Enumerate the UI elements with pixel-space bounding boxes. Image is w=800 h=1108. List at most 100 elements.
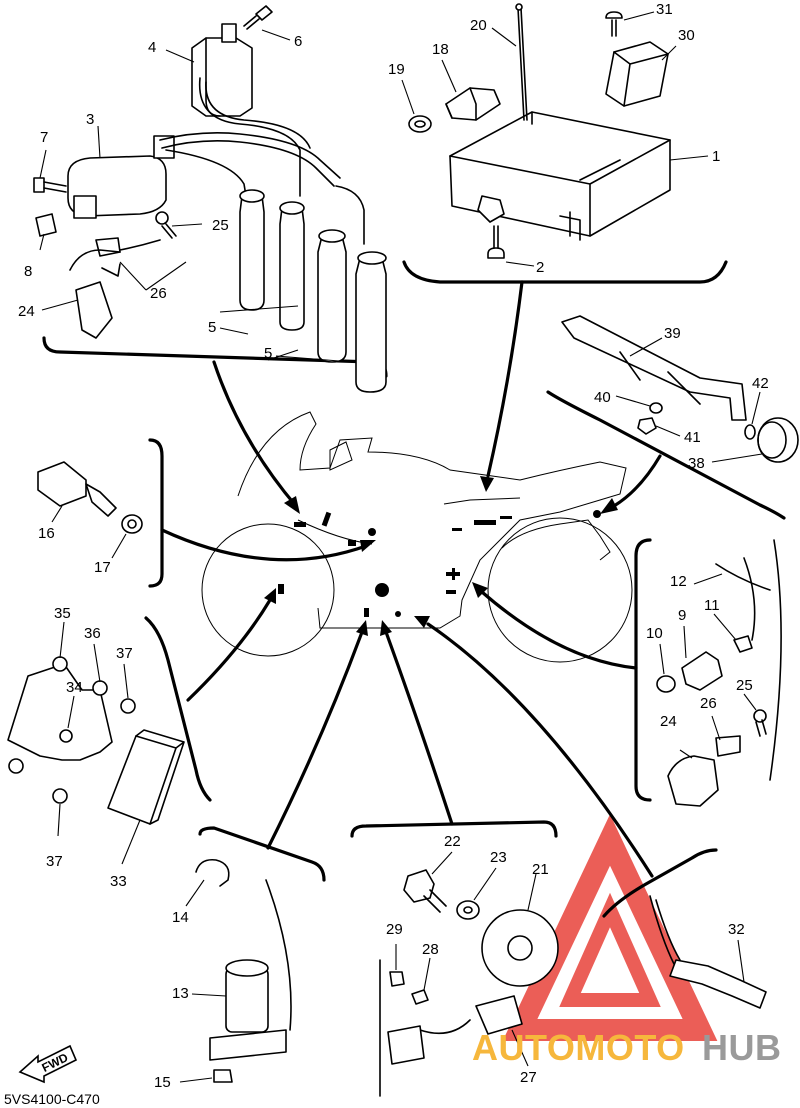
plug-caps-5-part [239,189,387,393]
callout-37b: 37 [46,853,63,870]
ignition-coil-3-part [67,135,175,219]
callout-28: 28 [422,941,439,958]
callout-26a: 26 [150,285,167,302]
bracket-bottom-left [198,826,326,882]
group-brackets [42,260,786,918]
bolt-6-part [243,5,273,30]
callout-4: 4 [148,39,156,56]
bolt-25-part [155,211,177,239]
bolt-29-part [389,971,405,987]
plug-11-part [733,635,753,653]
callout-23: 23 [490,849,507,866]
coil-wiring [159,77,365,245]
bolt-15-part [213,1069,233,1083]
crank-sensor-24-part [69,237,121,339]
callout-26b: 26 [700,695,717,712]
bracket-top-right [402,260,728,284]
callout-6: 6 [294,33,302,50]
clip-26b-part [715,735,741,757]
motorcycle-outline [201,411,633,663]
callout-36: 36 [84,625,101,642]
wire-12-part [715,539,782,781]
sensor-30-part [605,41,669,107]
callout-40: 40 [594,389,611,406]
bracket-left-upper [148,438,164,588]
callout-29: 29 [386,921,403,938]
watermark-logo [502,814,718,1041]
washer-23-part [456,900,480,920]
callout-5a: 5 [208,319,216,336]
watermark-text: AUTOMOTO HUB [472,1027,782,1068]
forward-arrow-icon: FWD [18,1044,78,1084]
callout-17: 17 [94,559,111,576]
callout-22: 22 [444,833,461,850]
temp-sensor-18-part [445,87,501,121]
callout-12: 12 [670,573,687,590]
callout-24b: 24 [660,713,677,730]
bracket-bottom-right [602,848,718,918]
clip-26-part [101,239,161,277]
bolt-22-part [403,869,447,913]
callout-24a: 24 [18,303,35,320]
callout-34: 34 [66,679,83,696]
sensor-16-part [37,461,117,517]
sensor-9-part [681,651,723,691]
callout-20: 20 [470,17,487,34]
ignition-coil-4-part [191,23,253,117]
screw-31-part [605,11,623,37]
bolt-28-part [411,989,429,1005]
diagram-code: 5VS4100-C470 [4,1091,100,1107]
callout-2: 2 [536,259,544,276]
leader-lines [39,11,763,1083]
bracket-35-part [7,656,136,804]
callout-32: 32 [728,921,745,938]
switch-13-part [209,879,292,1061]
callout-30: 30 [678,27,695,44]
bike-part-markers [278,510,601,617]
crank-sensor-24b-part [667,755,719,807]
callout-8: 8 [24,263,32,280]
callout-1: 1 [712,148,720,165]
callout-39: 39 [664,325,681,342]
bolt-7-part [33,177,67,193]
watermark-hub: HUB [702,1027,782,1068]
bracket-right-upper [546,390,786,520]
callout-35: 35 [54,605,71,622]
callout-10: 10 [646,625,663,642]
callout-5b: 5 [264,345,272,362]
o2-sensor-32-part [649,895,767,1009]
bracket-left-middle [144,616,212,802]
bracket-39-part [561,315,747,421]
callout-21: 21 [532,861,549,878]
pointer-lines [160,280,662,878]
washer-40-part [649,402,663,414]
connector-part [387,1025,425,1065]
callout-25b: 25 [736,677,753,694]
callout-42: 42 [752,375,769,392]
unit-33-part [107,729,185,825]
callout-labels: 1 2 3 4 5 5 6 7 8 9 10 11 12 13 14 15 16… [18,1,769,1091]
washer-10-part [656,675,676,693]
watermark-automoto: AUTOMOTO [472,1027,685,1068]
washer-19-part [408,115,432,133]
nut-41-part [637,417,657,435]
cover-38-part [757,417,799,463]
callout-14: 14 [172,909,189,926]
sensor-27-part [379,959,523,1097]
ecu-1-part [449,111,671,241]
callout-7: 7 [40,129,48,146]
callout-18: 18 [432,41,449,58]
callout-31: 31 [656,1,673,18]
antenna-wire-20-part [515,3,528,121]
callout-16: 16 [38,525,55,542]
clip-14-part [195,858,230,887]
clamp-8-part [35,213,57,237]
callout-41: 41 [684,429,701,446]
bracket-right-middle [634,538,652,802]
callout-13: 13 [172,985,189,1002]
callout-25a: 25 [212,217,229,234]
callout-38: 38 [688,455,705,472]
bolt-25b-part [753,709,767,737]
callout-9: 9 [678,607,686,624]
